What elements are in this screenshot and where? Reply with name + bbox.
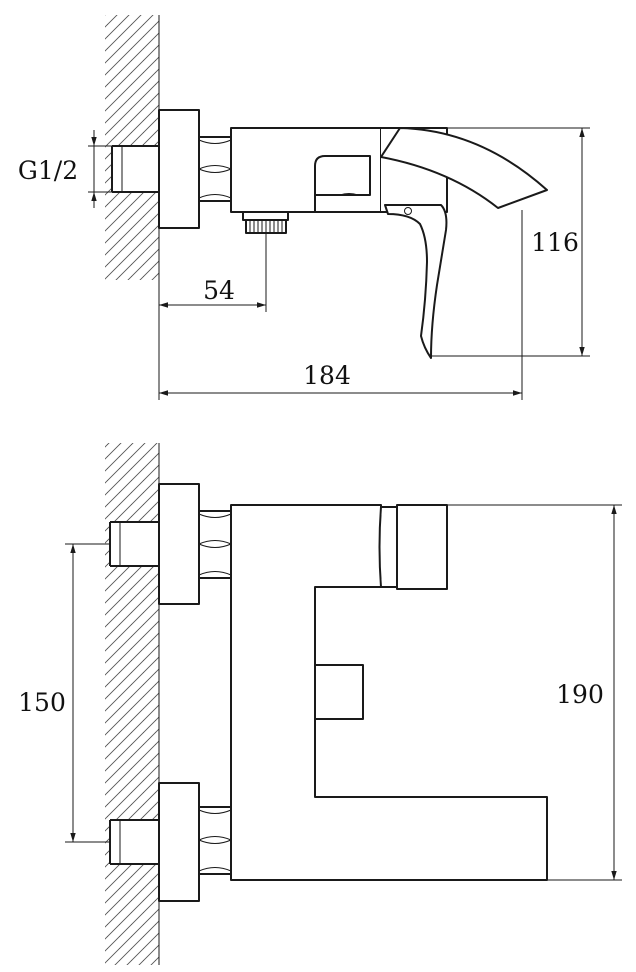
outlet-offset-label: 54: [203, 276, 235, 305]
side-hex-nut: [198, 136, 232, 202]
spout-height-label: 116: [531, 228, 579, 257]
side-flange: [158, 109, 200, 229]
projection-label: 184: [303, 361, 351, 390]
thread-size-label: G1/2: [18, 156, 78, 185]
front-view: 150 190: [18, 443, 622, 965]
side-view: G1/2 116 54 184: [18, 15, 590, 400]
inlet-spacing-dimension: 150: [18, 543, 110, 843]
side-spout: [380, 127, 548, 209]
side-lever-pivot: [404, 207, 412, 215]
body-height-dimension: 190: [447, 504, 622, 881]
projection-dimension: 184: [159, 210, 523, 400]
front-diverter-block: [314, 664, 364, 720]
thread-size-dimension: G1/2: [18, 130, 112, 208]
front-upper-inlet: [109, 483, 232, 605]
side-inlet-pipe: [111, 145, 162, 193]
outlet-offset-dimension: 54: [158, 233, 267, 400]
spout-height-dimension: 116: [431, 127, 590, 357]
front-lever-head: [378, 504, 448, 590]
body-height-label: 190: [556, 680, 604, 709]
side-lever-handle: [384, 204, 448, 359]
side-bottom-outlet: [242, 211, 289, 234]
front-lower-inlet: [109, 782, 232, 902]
inlet-spacing-label: 150: [18, 688, 66, 717]
